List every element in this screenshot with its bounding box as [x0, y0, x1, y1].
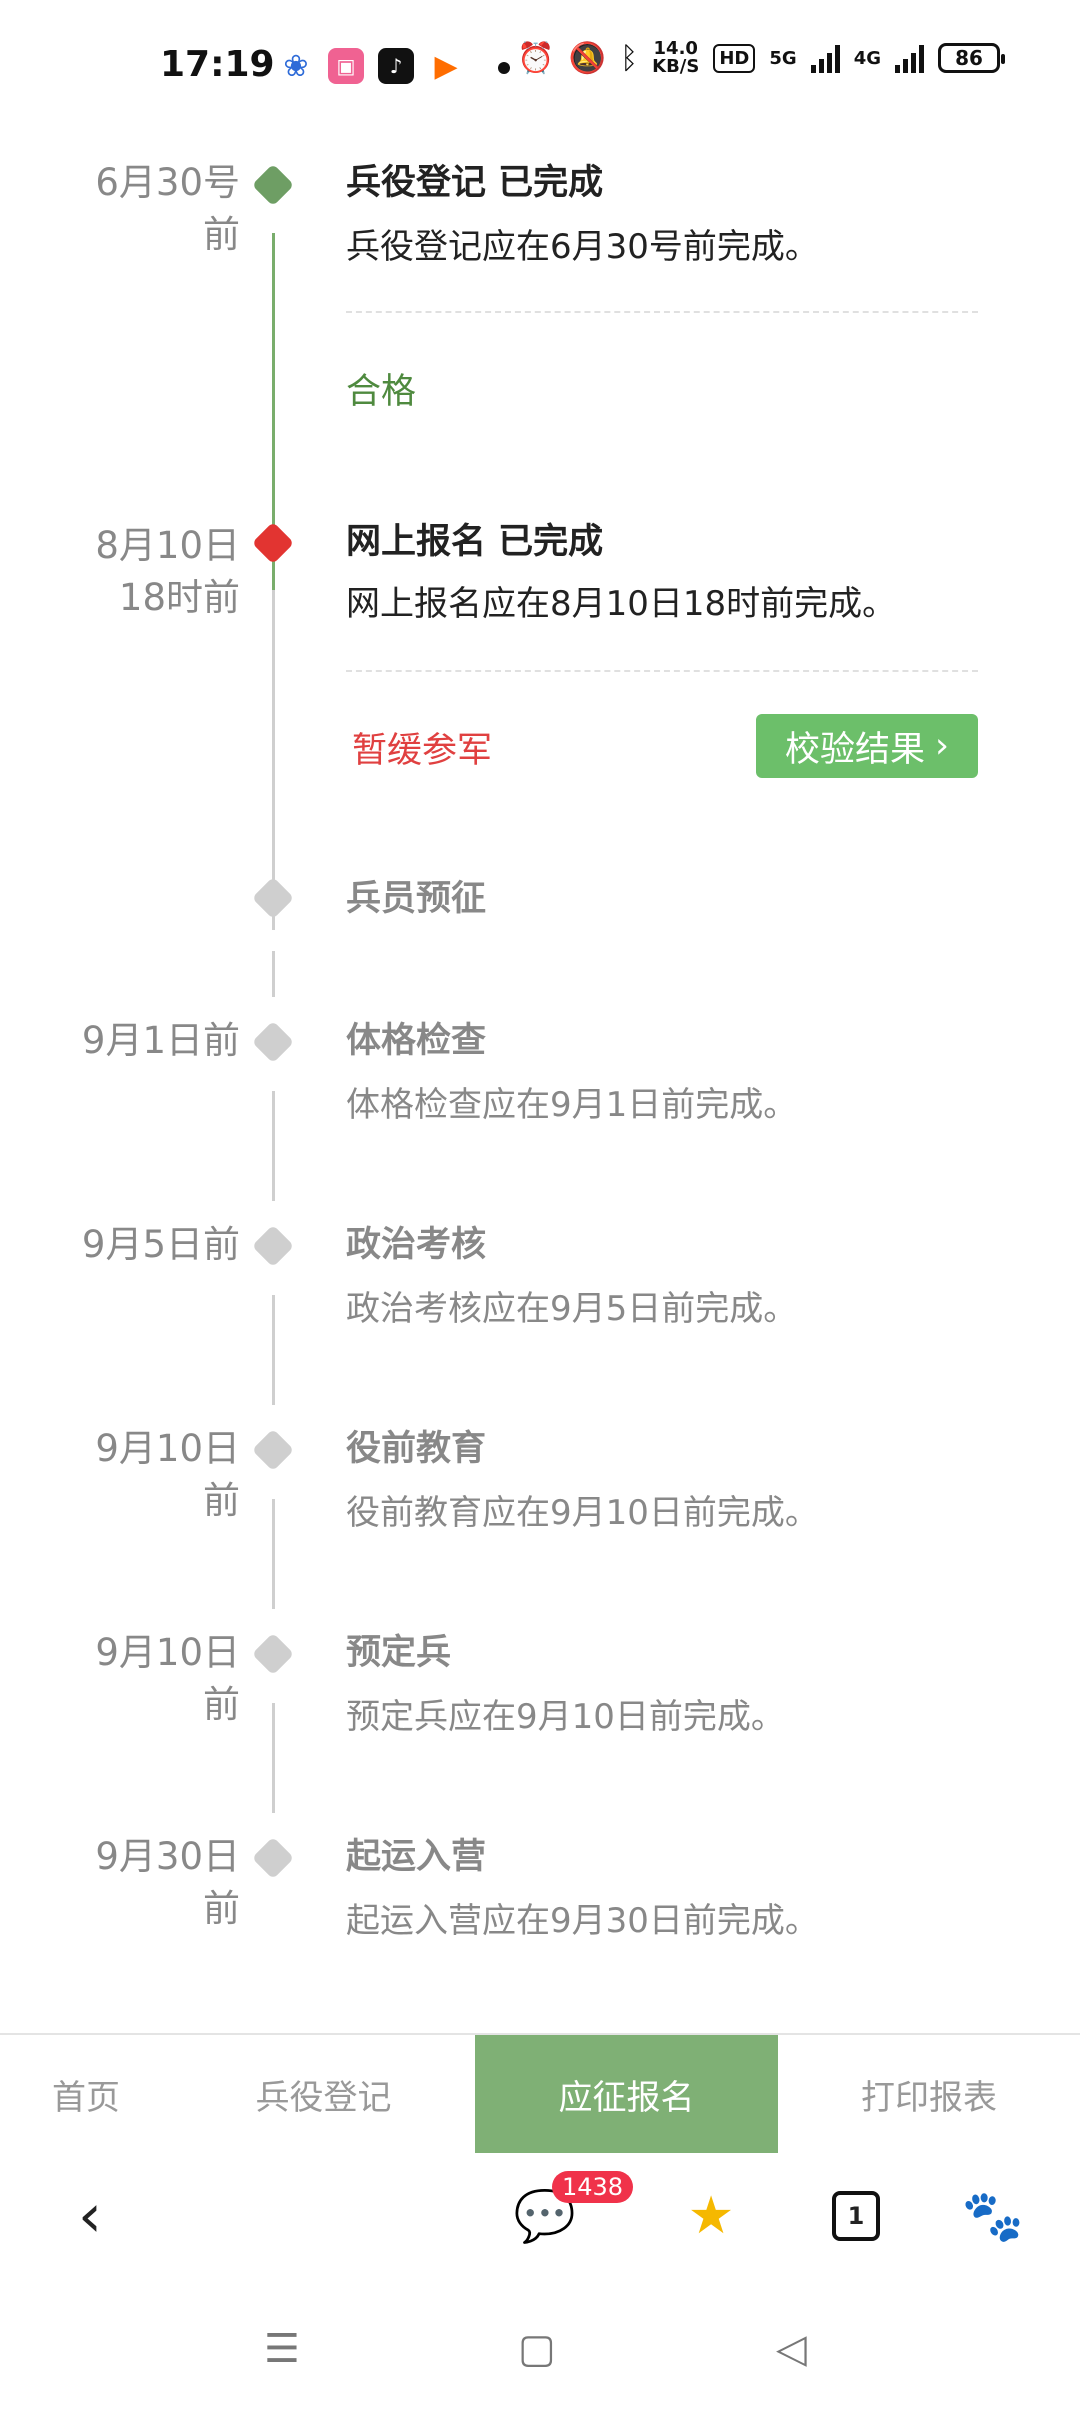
video-app-icon: ▶ — [428, 48, 464, 84]
alarm-icon: ⏰ — [517, 40, 555, 76]
signal-4g-icon — [895, 43, 924, 73]
status-diamond-pending-icon — [251, 1428, 295, 1472]
timeline-connector — [272, 1091, 275, 1201]
tab-military-registration[interactable]: 兵役登记 — [255, 2077, 392, 2118]
hd-icon: HD — [713, 43, 756, 73]
step-title: 兵役登记 已完成 — [346, 163, 604, 203]
timeline-connector — [272, 233, 275, 621]
step-title: 起运入营 — [346, 1837, 487, 1877]
status-diamond-pending-icon — [251, 1836, 295, 1880]
step-title: 体格检查 — [346, 1021, 487, 1061]
net-speed-value: 14.0 — [653, 38, 698, 59]
step-date-line1: 9月10日 — [95, 1427, 240, 1470]
home-button[interactable]: ▢ — [518, 2326, 556, 2372]
tabs-button[interactable]: 1 — [826, 2183, 886, 2249]
timeline-connector — [272, 1499, 275, 1609]
more-notifications-dot — [498, 62, 510, 74]
step-date-line2: 前 — [203, 213, 240, 256]
browser-toolbar: ‹ 💬 1438 ★ 1 🐾 — [0, 2155, 1080, 2275]
step-desc: 政治考核应在9月5日前完成。 — [346, 1289, 798, 1329]
bluetooth-icon: ᛒ — [620, 40, 639, 76]
step-result: 合格 — [346, 372, 417, 412]
status-diamond-pending-icon — [251, 1632, 295, 1676]
step-date: 6月30号 前 — [40, 157, 240, 261]
step-desc: 预定兵应在9月10日前完成。 — [346, 1697, 785, 1737]
network-5g-label: 5G — [769, 47, 797, 69]
verify-result-button[interactable]: 校验结果 › — [756, 714, 978, 778]
step-date-line2: 前 — [203, 1683, 240, 1726]
back-nav-button[interactable]: ◁ — [776, 2326, 807, 2372]
chevron-right-icon: › — [935, 726, 949, 766]
baidu-app-icon: ❀ — [278, 48, 314, 84]
step-result: 暂缓参军 — [352, 731, 493, 771]
back-button[interactable]: ‹ — [60, 2181, 120, 2251]
status-time: 17:19 — [160, 44, 275, 85]
step-desc: 体格检查应在9月1日前完成。 — [346, 1085, 798, 1125]
step-date-line1: 9月30日 — [95, 1835, 240, 1878]
status-diamond-pending-icon — [251, 876, 295, 920]
step-title: 兵员预征 — [346, 879, 487, 919]
battery-icon: 86 — [938, 43, 1005, 73]
notification-icons: ❀ ▣ ♪ ▶ — [278, 48, 464, 84]
mute-icon: 🔕 — [568, 40, 607, 76]
tab-enlistment-signup[interactable]: 应征报名 — [475, 2035, 778, 2153]
step-title: 网上报名 已完成 — [346, 522, 604, 562]
tiktok-app-icon: ♪ — [378, 48, 414, 84]
status-diamond-alert-icon — [251, 521, 295, 565]
status-diamond-done-icon — [251, 163, 295, 207]
step-title: 预定兵 — [346, 1633, 452, 1673]
favorites-button[interactable]: ★ — [678, 2183, 744, 2249]
step-date: 9月5日前 — [81, 1223, 240, 1266]
timeline-connector — [272, 951, 275, 997]
timeline-connector — [272, 1703, 275, 1813]
network-4g-label: 4G — [853, 47, 881, 69]
step-desc: 起运入营应在9月30日前完成。 — [346, 1901, 819, 1941]
timeline-connector — [272, 590, 275, 930]
star-icon: ★ — [687, 2186, 735, 2246]
step-title: 政治考核 — [346, 1225, 487, 1265]
divider — [346, 311, 978, 313]
step-date-line2: 18时前 — [118, 576, 240, 619]
step-date: 9月30日 前 — [40, 1831, 240, 1935]
baidu-paw-icon: 🐾 — [961, 2186, 1025, 2245]
step-desc: 兵役登记应在6月30号前完成。 — [346, 227, 819, 267]
tab-count-icon: 1 — [832, 2191, 880, 2241]
divider — [346, 670, 978, 672]
step-date-line1: 6月30号 — [95, 161, 240, 204]
step-date-line1: 9月10日 — [95, 1631, 240, 1674]
step-date-line2: 前 — [203, 1479, 240, 1522]
chevron-left-icon: ‹ — [78, 2181, 102, 2251]
baidu-home-button[interactable]: 🐾 — [960, 2183, 1026, 2249]
step-desc: 役前教育应在9月10日前完成。 — [346, 1493, 819, 1533]
tab-home[interactable]: 首页 — [52, 2077, 120, 2118]
signal-5g-icon — [810, 43, 840, 73]
step-date: 9月1日前 — [81, 1019, 240, 1062]
bilibili-app-icon: ▣ — [328, 48, 364, 84]
system-navigation-bar: ☰ ▢ ◁ — [0, 2290, 1080, 2412]
bottom-tab-bar: 首页 兵役登记 应征报名 打印报表 — [0, 2033, 1080, 2153]
verify-result-label: 校验结果 — [784, 729, 925, 770]
step-date: 9月10日 前 — [40, 1423, 240, 1527]
step-date: 8月10日 18时前 — [40, 520, 240, 624]
step-desc: 网上报名应在8月10日18时前完成。 — [346, 584, 897, 624]
net-speed-unit: KB/S — [652, 56, 700, 77]
recent-apps-button[interactable]: ☰ — [264, 2326, 300, 2372]
status-diamond-pending-icon — [251, 1224, 295, 1268]
status-diamond-pending-icon — [251, 1020, 295, 1064]
step-date-line2: 前 — [203, 1887, 240, 1930]
step-title: 役前教育 — [346, 1429, 487, 1469]
step-date-line1: 8月10日 — [95, 524, 240, 567]
tab-print-report[interactable]: 打印报表 — [861, 2077, 997, 2118]
message-count-badge: 1438 — [552, 2171, 634, 2203]
timeline-connector — [272, 1295, 275, 1405]
step-date: 9月10日 前 — [40, 1627, 240, 1731]
